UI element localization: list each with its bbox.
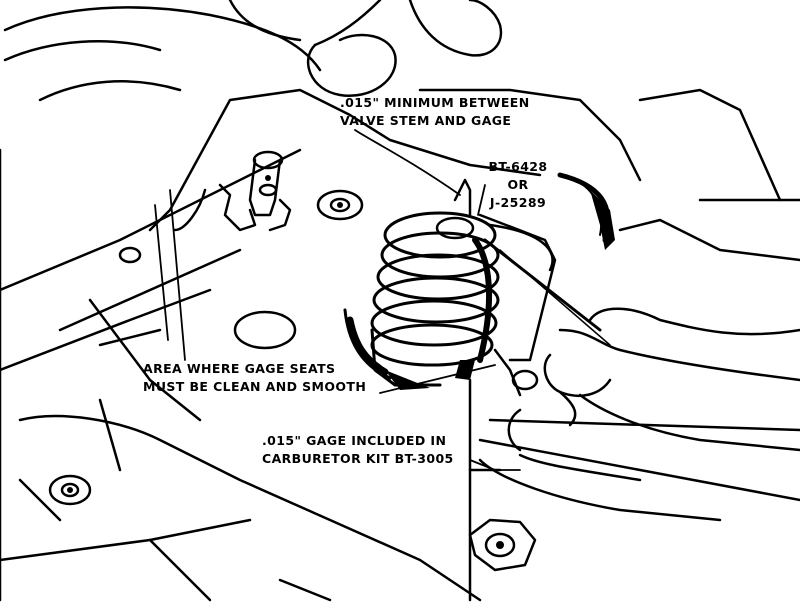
left-valve-stem (218, 150, 292, 232)
tool-number-line1: BT-6428 (488, 159, 548, 174)
valve-clearance-line2: VALVE STEM AND GAGE (340, 113, 512, 128)
shading (67, 175, 615, 549)
valve-clearance-callout: .015" MINIMUM BETWEEN VALVE STEM AND GAG… (340, 94, 530, 130)
gage-kit-line2: CARBURETOR KIT BT-3005 (262, 451, 454, 466)
spring-shadow (346, 316, 389, 376)
spring-shadow-right (472, 237, 493, 363)
bolt-bosses (48, 189, 539, 572)
gage-seat-area-callout: AREA WHERE GAGE SEATS MUST BE CLEAN AND … (143, 360, 366, 396)
gage-kit-callout: .015" GAGE INCLUDED IN CARBURETOR KIT BT… (262, 432, 454, 468)
tool-number-line3: J-25289 (489, 195, 547, 210)
upper-left-hand (3, 0, 503, 102)
valve-retainer (435, 178, 475, 240)
tool-number-callout: BT-6428 OR J-25289 (483, 158, 553, 212)
gage-seat-area-line2: MUST BE CLEAN AND SMOOTH (143, 379, 367, 394)
tool-number-line2: OR (507, 177, 529, 192)
valve-clearance-line1: .015" MINIMUM BETWEEN (340, 95, 530, 110)
gage-seat-area-line1: AREA WHERE GAGE SEATS (143, 361, 336, 376)
right-hand (468, 307, 800, 522)
engine-block (0, 88, 800, 602)
gage-kit-line1: .015" GAGE INCLUDED IN (262, 433, 447, 448)
